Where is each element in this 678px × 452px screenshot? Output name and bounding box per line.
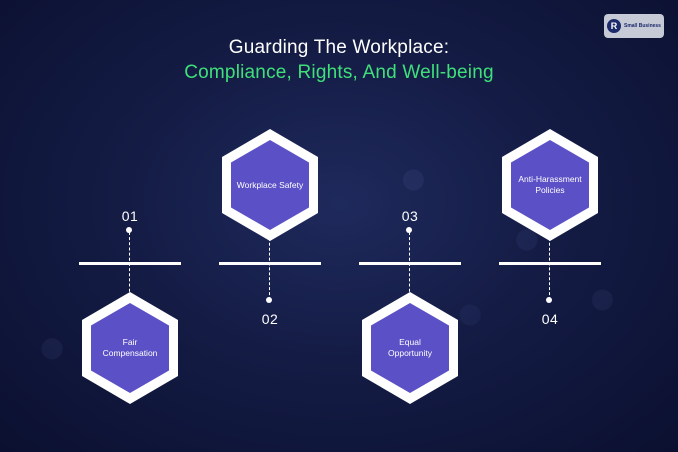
timeline-segment-2	[219, 262, 321, 265]
connector-4	[549, 228, 550, 300]
connector-3	[409, 232, 410, 302]
step-hexagon-2: Workplace Safety	[218, 126, 322, 244]
timeline-segment-4	[499, 262, 601, 265]
page-title: Guarding The Workplace:	[228, 37, 450, 58]
connector-dot-2	[266, 297, 272, 303]
step-number-3: 03	[401, 208, 419, 224]
step-number-4: 04	[541, 311, 559, 327]
connector-dot-4	[546, 297, 552, 303]
step-hexagon-4: Anti-Harassment Policies	[498, 126, 602, 244]
step-label-2: Workplace Safety	[236, 179, 304, 190]
step-number-1: 01	[121, 208, 139, 224]
background-people-pattern	[300, 90, 678, 390]
step-label-1: Fair Compensation	[102, 337, 158, 358]
logo-text: Small Business	[624, 23, 661, 29]
step-number-2: 02	[261, 311, 279, 327]
step-label-3: Equal Opportunity	[388, 337, 432, 358]
connector-dot-1	[126, 227, 132, 233]
connector-1	[129, 232, 130, 302]
step-hexagon-3: Equal Opportunity	[358, 289, 462, 407]
brand-logo: R Small Business	[604, 14, 664, 38]
step-label-4: Anti-Harassment Policies	[518, 174, 582, 195]
timeline-segment-1	[79, 262, 181, 265]
connector-2	[269, 228, 270, 300]
logo-mark-icon: R	[607, 19, 621, 33]
timeline-segment-3	[359, 262, 461, 265]
step-hexagon-1: Fair Compensation	[78, 289, 182, 407]
page-subtitle: Compliance, Rights, And Well-being	[184, 62, 494, 83]
connector-dot-3	[406, 227, 412, 233]
